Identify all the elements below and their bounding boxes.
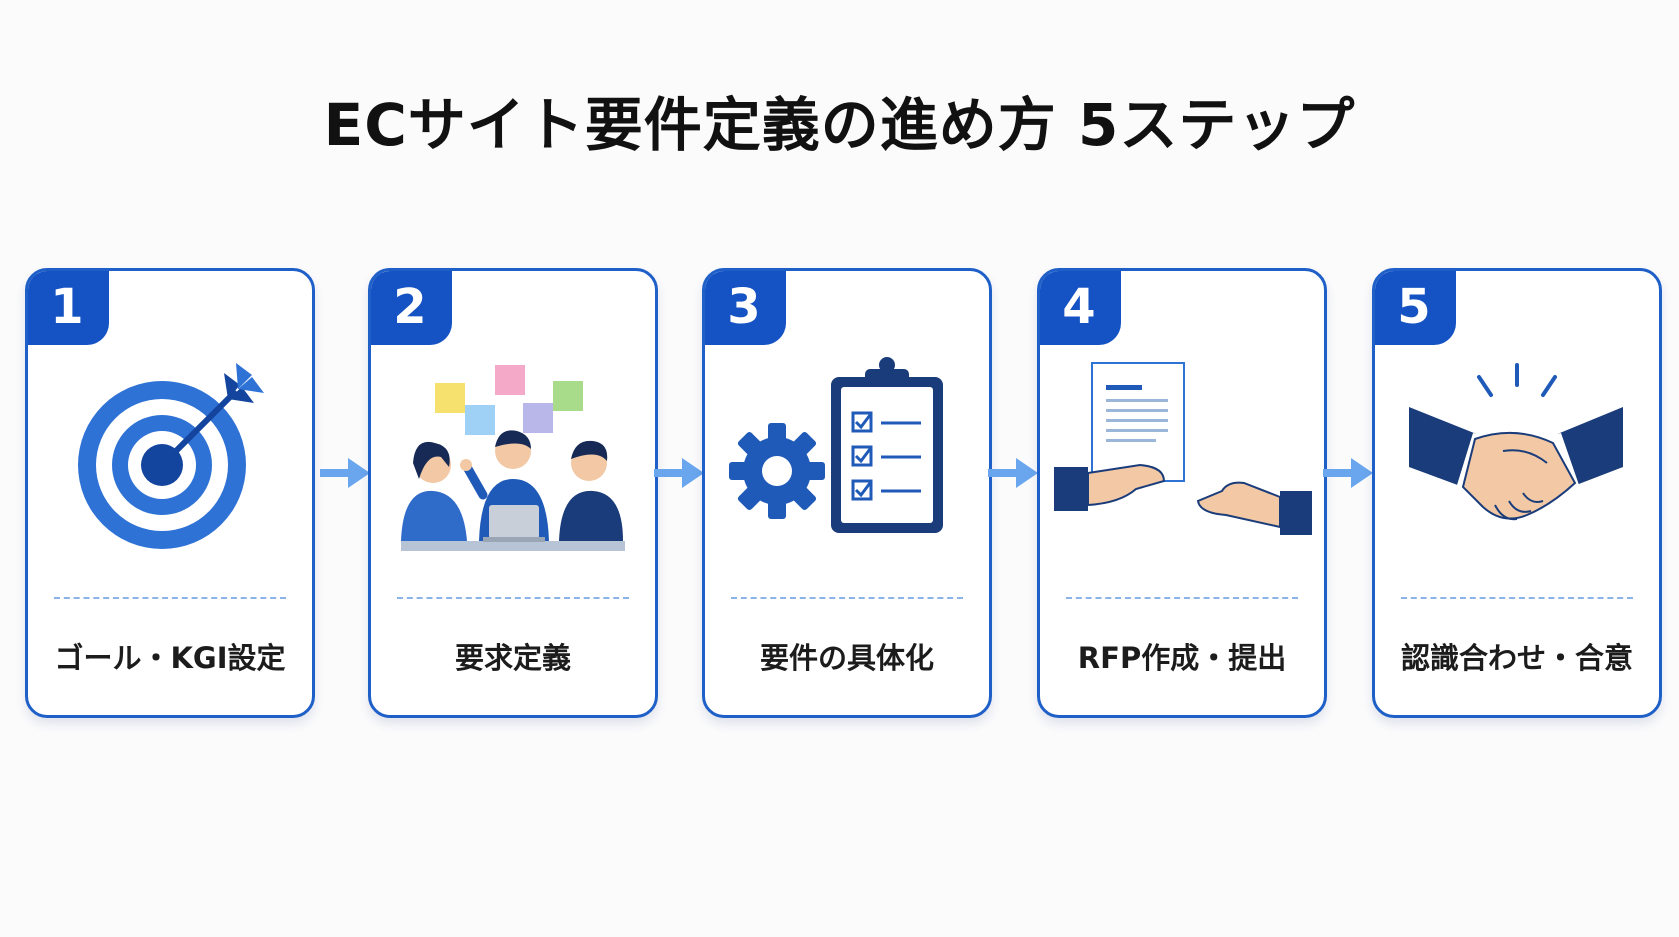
step-card-5: 5 認識合わせ・合意 (1372, 268, 1662, 718)
arrow-right-icon (652, 454, 706, 492)
step-card-3: 3 (702, 268, 992, 718)
step-number-badge: 2 (371, 271, 452, 345)
card-divider (1066, 597, 1298, 599)
document-handover-icon (1040, 355, 1324, 575)
step-label: ゴール・KGI設定 (54, 641, 286, 675)
step-label: 要件の具体化 (759, 641, 934, 675)
target-icon (28, 355, 312, 575)
gear-checklist-icon (705, 355, 989, 575)
arrow-right-icon (1321, 454, 1375, 492)
step-number-badge: 4 (1040, 271, 1121, 345)
arrow-right-icon (318, 454, 372, 492)
step-number-badge: 1 (28, 271, 109, 345)
step-label: RFP作成・提出 (1077, 641, 1287, 675)
card-divider (1401, 597, 1633, 599)
step-label: 認識合わせ・合意 (1400, 641, 1633, 675)
handshake-icon (1375, 355, 1659, 575)
step-number-badge: 5 (1375, 271, 1456, 345)
arrow-right-icon (986, 454, 1040, 492)
card-divider (397, 597, 629, 599)
step-label: 要求定義 (454, 641, 571, 675)
card-divider (54, 597, 286, 599)
step-card-2: 2 (368, 268, 658, 718)
step-number-badge: 3 (705, 271, 786, 345)
step-card-4: 4 RFP作成・提出 (1037, 268, 1327, 718)
team-meeting-icon (371, 355, 655, 575)
page-title: ECサイト要件定義の進め方 5ステップ (323, 91, 1356, 159)
card-divider (731, 597, 963, 599)
step-card-1: 1 ゴール・KGI設定 (25, 268, 315, 718)
